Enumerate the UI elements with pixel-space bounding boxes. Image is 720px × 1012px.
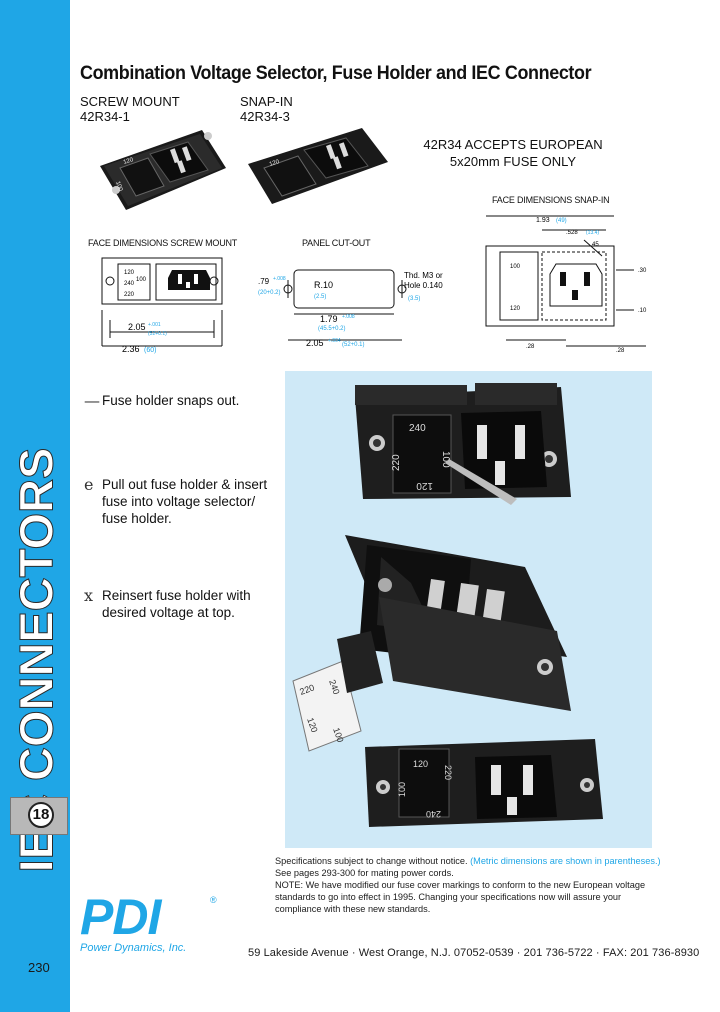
svg-text:120: 120: [123, 157, 135, 166]
fuse-note-line2: 5x20mm FUSE ONLY: [449, 154, 577, 169]
svg-text:+.001: +.001: [148, 322, 161, 328]
panel-cutout-drawing: .79 +.008 (20+0.2) R.10 (2.5) Thd. M3 or…: [258, 269, 443, 348]
fuse-note-line1: 42R34 ACCEPTS EUROPEAN: [423, 137, 603, 152]
marking-note: NOTE: We have modified our fuse cover ma…: [275, 880, 646, 914]
company-name: Power Dynamics, Inc.: [80, 942, 187, 954]
svg-text:(60): (60): [144, 347, 156, 354]
svg-text:1.93: 1.93: [536, 217, 550, 224]
screw-mount-part: 42R34-1: [80, 109, 130, 124]
step-2: e Pull out fuse holder & insert fuse into…: [84, 476, 272, 527]
registered-mark: ®: [210, 895, 217, 905]
step-3: x Reinsert fuse holder with desired volta…: [84, 587, 272, 621]
logo-text: PDI: [80, 889, 161, 945]
bottom-label-c: 100: [397, 782, 407, 797]
svg-text:.528: .528: [566, 230, 578, 236]
svg-text:Hole 0.140: Hole 0.140: [404, 281, 443, 290]
assembly-photo: 240 220 100 120 220 240 120 100 120 220 …: [292, 383, 603, 827]
snap-in-drawing: 1.93 (49) .528 (13.4) 45 100 120 .30 .10…: [485, 215, 647, 354]
selector-left-label: 220: [391, 454, 402, 471]
face-snap-caption: FACE DIMENSIONS SNAP-IN: [492, 195, 610, 205]
step-1: —Fuse holder snaps out.: [84, 392, 272, 410]
company-logo: PDI ® Power Dynamics, Inc.: [80, 889, 217, 954]
svg-text:+.008: +.008: [342, 314, 355, 320]
page-number: 230: [28, 960, 50, 975]
svg-text:+.004: +.004: [328, 338, 341, 344]
svg-text:120: 120: [510, 306, 521, 312]
bottom-label-b: 220: [443, 765, 453, 780]
svg-text:100: 100: [136, 277, 147, 283]
svg-text:(3.5): (3.5): [408, 296, 420, 302]
spec-note: Specifications subject to change without…: [275, 856, 468, 866]
step-3-marker: x: [84, 586, 94, 605]
selector-bottom-label: 120: [416, 480, 433, 491]
svg-text:45: 45: [592, 242, 599, 248]
svg-text:(49): (49): [556, 218, 567, 224]
step-2-text: Pull out fuse holder & insert fuse into …: [102, 477, 268, 526]
step-1-marker: —: [84, 391, 100, 410]
svg-text:100: 100: [114, 181, 123, 193]
step-3-text: Reinsert fuse holder with desired voltag…: [102, 588, 251, 620]
svg-text:220: 220: [124, 292, 135, 298]
fuse-label-a: 220: [298, 682, 316, 697]
sidebar: [0, 0, 70, 1012]
svg-text:2.36: 2.36: [122, 344, 140, 354]
svg-text:.28: .28: [616, 348, 625, 354]
screw-mount-drawing: 120 220 100 240 2.05 +.001 (52+0.1) 2.36…: [101, 257, 223, 354]
svg-text:R.10: R.10: [314, 280, 333, 290]
bottom-label-d: 240: [426, 809, 441, 819]
fuse-label-d: 100: [331, 726, 346, 744]
screw-mount-label: SCREW MOUNT: [80, 94, 180, 109]
selector-top-label: 240: [409, 423, 426, 434]
footnotes: Specifications subject to change without…: [275, 855, 665, 915]
metric-note: (Metric dimensions are shown in parenthe…: [470, 856, 661, 866]
bottom-label-a: 120: [413, 759, 428, 769]
svg-text:(13.4): (13.4): [586, 230, 599, 236]
svg-text:+.008: +.008: [273, 276, 286, 282]
svg-text:.28: .28: [526, 344, 535, 350]
cords-note: See pages 293-300 for mating power cords…: [275, 868, 454, 878]
svg-text:Thd. M3 or: Thd. M3 or: [404, 271, 443, 280]
snap-in-part: 42R34-3: [240, 109, 290, 124]
svg-text:(45.5+0.2): (45.5+0.2): [318, 326, 346, 332]
svg-text:2.05: 2.05: [128, 322, 146, 332]
company-address: 59 Lakeside Avenue · West Orange, N.J. 0…: [248, 947, 700, 959]
step-1-text: Fuse holder snaps out.: [102, 393, 240, 408]
svg-text:100: 100: [510, 264, 521, 270]
svg-text:.10: .10: [638, 308, 647, 314]
svg-text:120: 120: [124, 270, 135, 276]
screw-mount-photo: 120 100: [100, 130, 226, 210]
snap-in-label: SNAP-IN: [240, 94, 293, 109]
svg-text:240: 240: [124, 281, 135, 287]
svg-text:(52+0.1): (52+0.1): [342, 342, 365, 348]
face-screw-caption: FACE DIMENSIONS SCREW MOUNT: [88, 238, 238, 248]
snap-in-photo: 120: [248, 128, 388, 204]
step-2-marker: e: [84, 475, 94, 494]
svg-text:(2.5): (2.5): [314, 294, 326, 300]
page-title: Combination Voltage Selector, Fuse Holde…: [80, 62, 592, 84]
fuse-note: 42R34 ACCEPTS EUROPEAN 5x20mm FUSE ONLY: [418, 136, 608, 170]
svg-text:.79: .79: [258, 277, 270, 286]
svg-text:.30: .30: [638, 268, 647, 274]
fuse-label-c: 120: [305, 716, 320, 734]
selector-right-label: 100: [440, 451, 451, 468]
cutout-caption: PANEL CUT-OUT: [302, 238, 371, 248]
svg-text:(20+0.2): (20+0.2): [258, 290, 281, 296]
section-number: 18: [28, 802, 54, 828]
svg-text:(52+0.1): (52+0.1): [148, 331, 167, 337]
svg-text:2.05: 2.05: [306, 338, 324, 348]
fuse-label-b: 240: [327, 678, 342, 696]
svg-text:1.79: 1.79: [320, 314, 338, 324]
svg-text:120: 120: [269, 159, 281, 168]
